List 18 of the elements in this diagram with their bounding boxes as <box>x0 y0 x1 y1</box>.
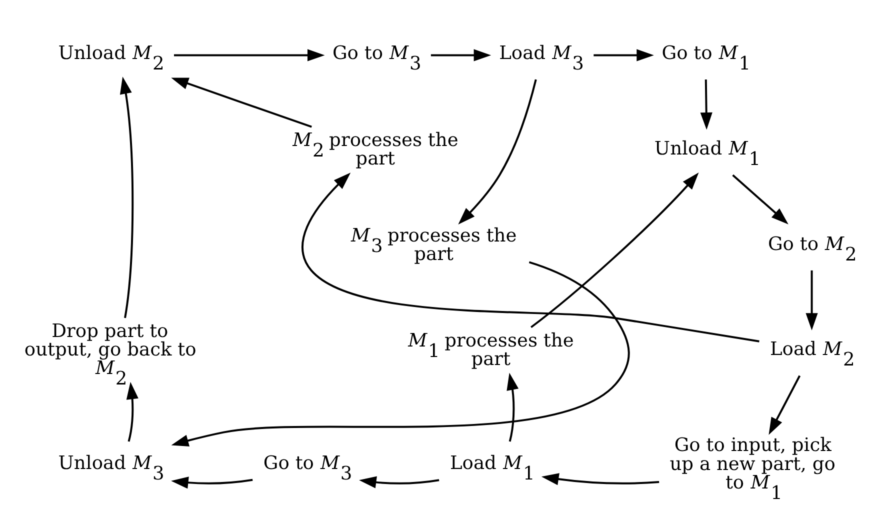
arrow <box>594 48 654 61</box>
arrow <box>541 472 660 485</box>
arrow <box>120 76 134 318</box>
arrow <box>126 381 138 442</box>
arrow <box>458 78 537 224</box>
arrow <box>430 48 492 61</box>
arrow <box>732 174 788 224</box>
arrow <box>530 172 699 328</box>
arrow <box>302 172 760 342</box>
arrow <box>806 270 818 330</box>
arrow <box>171 77 312 128</box>
arrow <box>700 79 712 130</box>
arrow <box>506 372 519 442</box>
arrow <box>768 374 801 434</box>
arrow <box>174 48 325 61</box>
arrow <box>359 476 440 488</box>
arrow <box>171 476 253 488</box>
arrow <box>171 260 630 446</box>
